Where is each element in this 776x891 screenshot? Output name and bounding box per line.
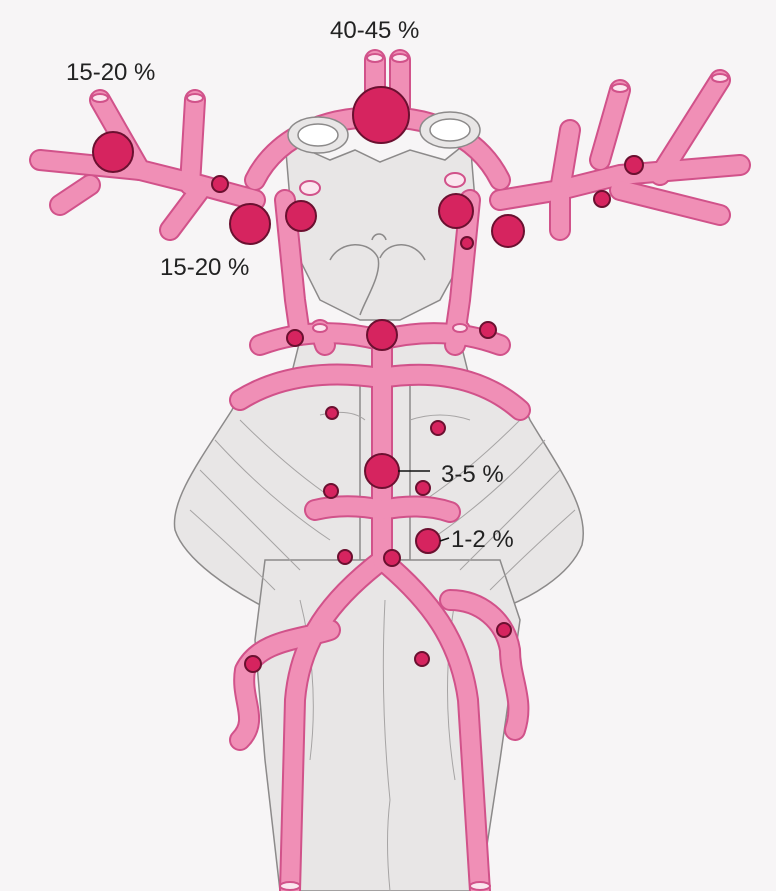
aneurysm-aica-left [324,484,338,498]
aneurysm-small-right-1 [461,237,473,249]
aneurysm-ica-left [286,201,316,231]
aneurysm-basilar-top [367,320,397,350]
aneurysm-mca-right [492,215,524,247]
label-pcom: 15-20 % [160,254,249,281]
aneurysm-sca-right [431,421,445,435]
aneurysm-basilar-trunk [365,454,399,488]
aneurysm-pca-right [480,322,496,338]
label-basilar-tip: 3-5 % [441,461,504,488]
aneurysm-pcom-left [230,204,270,244]
aneurysm-pca-left [287,330,303,346]
aneurysm-medulla [415,652,429,666]
aneurysm-pica-right [497,623,511,637]
label-pica: 1-2 % [451,526,514,553]
aneurysm-small-right-2 [594,191,610,207]
aneurysm-va-junction [384,550,400,566]
optic-chiasm [285,140,475,320]
aneurysm-sca-left [326,407,338,419]
aneurysm-pica [416,529,440,553]
aneurysm-small-right-3 [625,156,643,174]
aneurysm-ica-right [439,194,473,228]
aneurysm-mca-left [93,132,133,172]
label-acom: 40-45 % [330,17,419,44]
aneurysm-acom [353,87,409,143]
aneurysm-aica-right [416,481,430,495]
label-mca: 15-20 % [66,59,155,86]
aneurysm-small-left [212,176,228,192]
aneurysm-va-left [338,550,352,564]
aneurysm-pica-left [245,656,261,672]
